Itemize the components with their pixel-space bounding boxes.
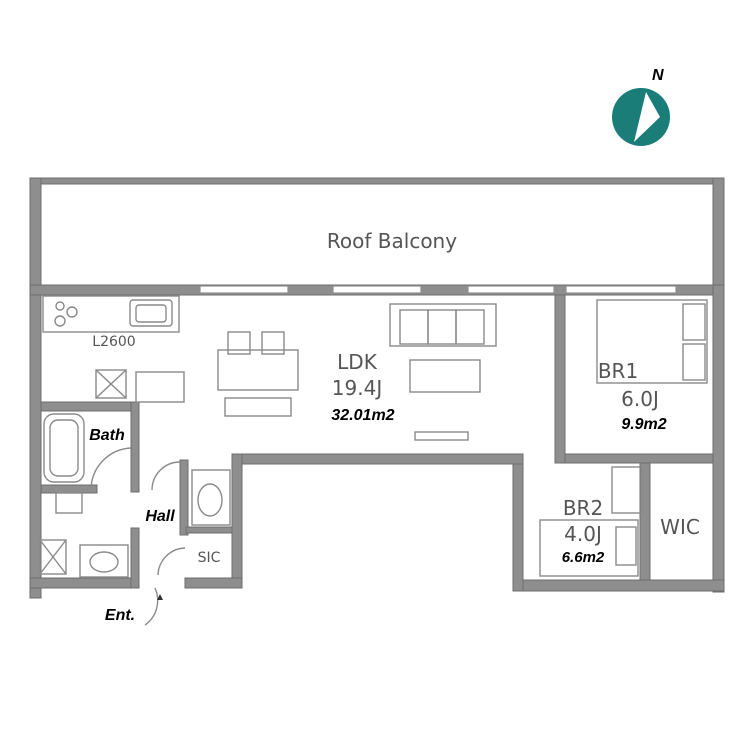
br1-area: 9.9m2 xyxy=(621,416,666,433)
br1-size: 6.0J xyxy=(621,387,659,411)
br2-size: 4.0J xyxy=(564,522,602,546)
bath-label: Bath xyxy=(89,427,125,444)
ldk-name: LDK xyxy=(337,350,378,374)
dining-set xyxy=(217,331,299,417)
ldk-area: 32.01m2 xyxy=(331,407,394,424)
kitchen-counter xyxy=(42,295,180,333)
compass: N xyxy=(612,67,670,146)
living-set xyxy=(389,303,497,441)
roof-balcony-label: Roof Balcony xyxy=(327,229,457,253)
sic-label: SIC xyxy=(198,550,221,566)
walls xyxy=(29,177,725,599)
br2-name: BR2 xyxy=(563,496,603,520)
appliances xyxy=(39,369,185,575)
br1-name: BR1 xyxy=(598,359,638,383)
br2-furniture xyxy=(539,466,643,577)
bathroom-fixtures xyxy=(43,413,231,578)
wic-label: WIC xyxy=(660,515,700,539)
doors xyxy=(90,447,186,626)
compass-north-label: N xyxy=(652,67,664,84)
ldk-size: 19.4J xyxy=(332,376,382,400)
compass-needle-icon xyxy=(634,92,660,142)
entrance-label: Ent. xyxy=(105,607,135,624)
hall-label: Hall xyxy=(145,508,175,525)
br1-bed xyxy=(596,299,708,384)
br2-area: 6.6m2 xyxy=(562,549,605,566)
entrance-arrow-icon xyxy=(157,594,163,600)
kitchen-length-label: L2600 xyxy=(92,334,135,350)
